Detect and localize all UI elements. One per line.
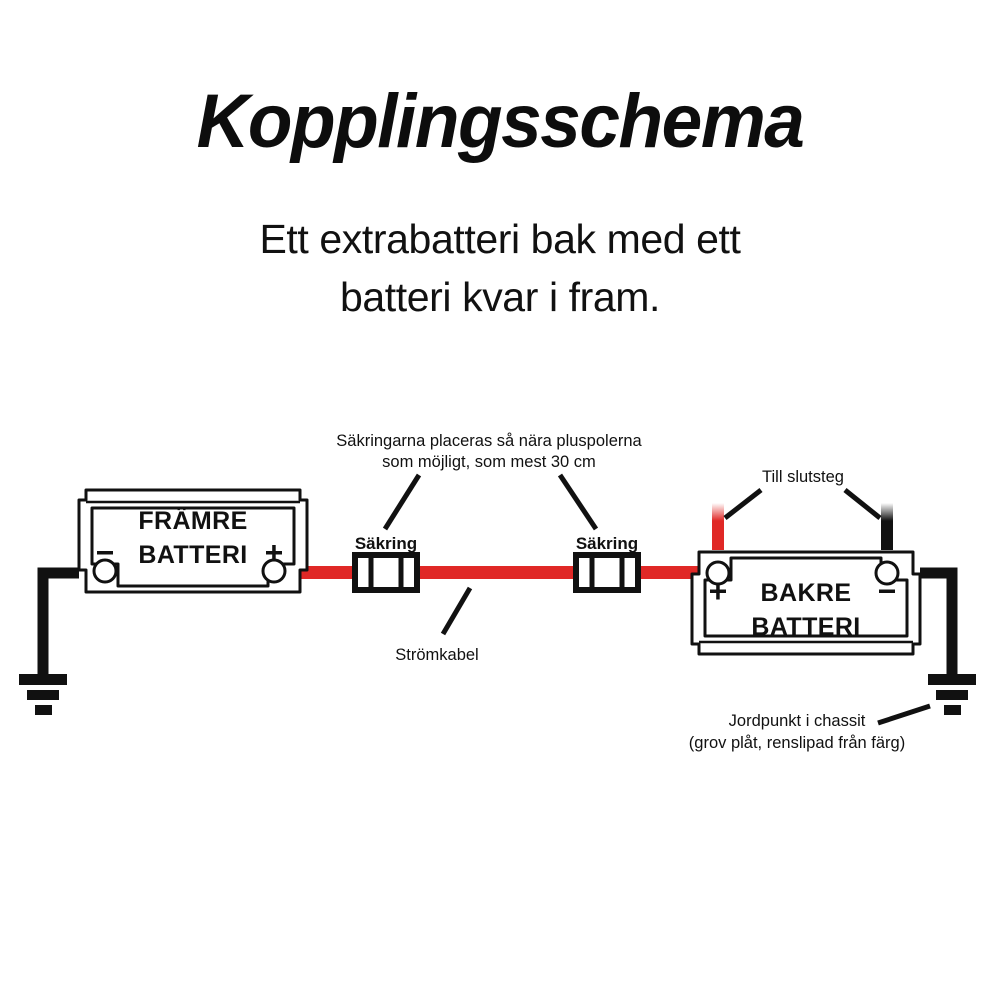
page-subtitle-line-2: batteri kvar i fram. xyxy=(339,274,661,321)
front-ground xyxy=(19,567,79,715)
front-battery-negative-terminal xyxy=(92,551,118,584)
fuse-note-line-1: Säkringarna placeras så nära pluspolerna xyxy=(336,432,642,450)
amplifier-negative-stub xyxy=(881,503,893,550)
front-battery-positive-terminal xyxy=(261,545,287,584)
page-title: Kopplingsschema xyxy=(196,79,805,164)
fuse-placement-annotation: Säkringarna placeras så nära pluspolerna… xyxy=(336,432,643,531)
rear-ground xyxy=(920,567,976,715)
amplifier-label: Till slutsteg xyxy=(762,468,844,486)
rear-battery-negative-terminal xyxy=(874,560,900,593)
amplifier-leader-left xyxy=(723,488,763,520)
fuse-left: Säkring xyxy=(352,534,420,593)
ground-point-label-line-2: (grov plåt, renslipad från färg) xyxy=(689,734,905,752)
page-subtitle: Ett extrabatteri bak med ett batteri kva… xyxy=(150,210,850,326)
amplifier-leader-right xyxy=(843,488,882,520)
ground-point-leader xyxy=(877,703,931,726)
rear-battery-label-line-2: BATTERI xyxy=(751,613,860,641)
amplifier-positive-stub xyxy=(712,503,724,550)
front-battery-label-line-1: FRÄMRE xyxy=(138,507,247,535)
amplifier-connection-annotation: Till slutsteg xyxy=(712,468,893,550)
power-cable-label: Strömkabel xyxy=(395,646,478,664)
rear-battery-positive-terminal xyxy=(705,560,731,600)
power-cable-leader xyxy=(440,586,473,636)
fuse-note-leader-right xyxy=(557,473,599,531)
front-battery: FRÄMRE BATTERI xyxy=(77,488,309,594)
ground-point-label-line-1: Jordpunkt i chassit xyxy=(729,712,866,730)
fuse-note-line-2: som möjligt, som mest 30 cm xyxy=(382,453,596,471)
power-cable-annotation: Strömkabel xyxy=(395,586,479,664)
fuse-left-label: Säkring xyxy=(355,534,417,553)
front-battery-label-line-2: BATTERI xyxy=(138,541,247,569)
fuse-note-leader-left xyxy=(382,473,422,531)
fuse-right-label: Säkring xyxy=(576,534,638,553)
page-subtitle-line-1: Ett extrabatteri bak med ett xyxy=(259,216,741,262)
ground-point-annotation: Jordpunkt i chassit (grov plåt, renslipa… xyxy=(689,703,931,752)
rear-battery-label-line-1: BAKRE xyxy=(761,579,852,607)
rear-battery: BAKRE BATTERI xyxy=(690,550,922,656)
fuse-right: Säkring xyxy=(573,534,641,593)
